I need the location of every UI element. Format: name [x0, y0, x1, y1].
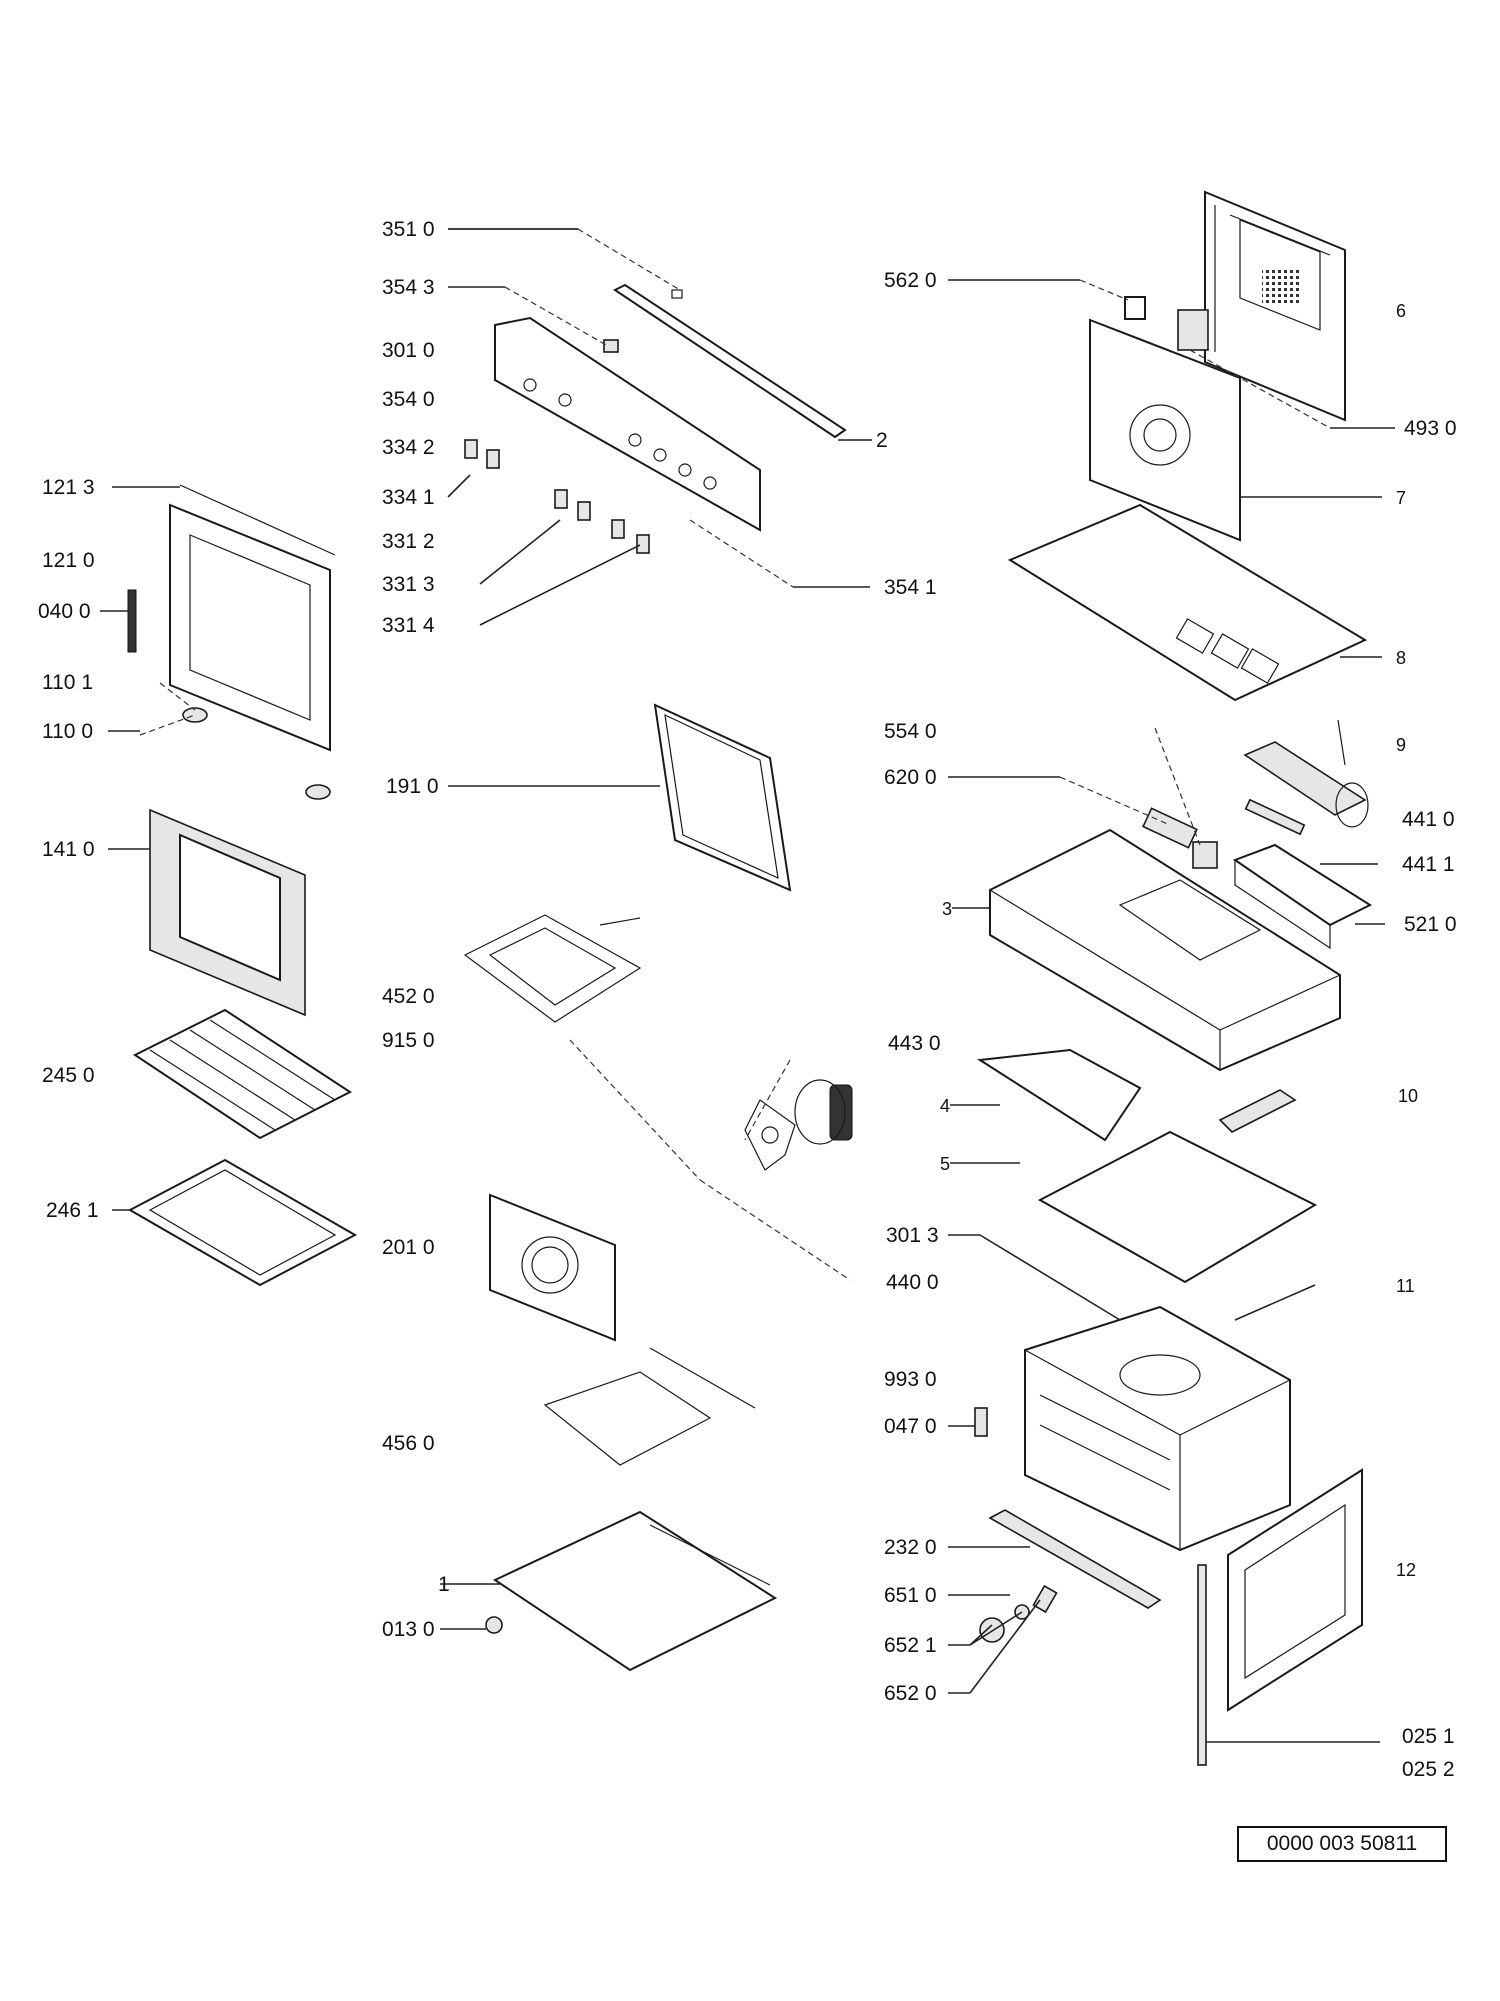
- label-6200: 620 0: [884, 766, 937, 789]
- lamp-part-0470: [974, 1407, 988, 1437]
- label-4930: 493 0: [1404, 417, 1457, 440]
- label-7: 7: [1396, 488, 1406, 508]
- rail-part-3013: [979, 1234, 1121, 1321]
- foot-part-0130: [485, 1616, 503, 1634]
- label-12: 12: [1396, 1560, 1416, 1580]
- label-6: 6: [1396, 301, 1406, 321]
- label-1410: 141 0: [42, 838, 95, 861]
- label-4430: 443 0: [888, 1032, 941, 1055]
- label-4: 4: [940, 1096, 950, 1116]
- rail-part-11: [1234, 1284, 1316, 1321]
- label-9: 9: [1396, 735, 1406, 755]
- label-2320: 232 0: [884, 1536, 937, 1559]
- control-panel-part-3010: [494, 316, 761, 532]
- label-5210: 521 0: [1404, 913, 1457, 936]
- door-hook-parts-1100-1101: [182, 707, 331, 800]
- top-plate-part-5: [1037, 1130, 1318, 1284]
- glass-panel-part-1910: [653, 703, 792, 892]
- housing-part-3: [989, 828, 1341, 1072]
- label-8: 8: [1396, 648, 1406, 668]
- wire-rack-part-2450: [133, 1008, 352, 1140]
- label-5: 5: [940, 1154, 950, 1174]
- label-1101: 110 1: [42, 671, 93, 694]
- label-0400: 040 0: [38, 600, 91, 623]
- bracket-part-10: [1218, 1089, 1297, 1133]
- label-1213: 121 3: [42, 476, 95, 499]
- fan-cover-part-2010: [489, 1193, 616, 1342]
- label-5620: 562 0: [884, 269, 937, 292]
- label-6521: 652 1: [884, 1634, 937, 1657]
- label-0470: 047 0: [884, 1415, 937, 1438]
- relay-part-4411: [1244, 798, 1306, 836]
- label-5540: 554 0: [884, 720, 937, 743]
- label-2461: 246 1: [46, 1199, 99, 1222]
- terminal-block-part-6200: [1142, 807, 1198, 849]
- inner-door-glass-part-1410: [149, 808, 306, 1017]
- door-hinge-part-0400: [127, 589, 137, 653]
- label-3540: 354 0: [382, 388, 435, 411]
- fan-motor-part-4410: [1243, 719, 1369, 828]
- outer-door-part-1210: [169, 484, 336, 752]
- label-0130: 013 0: [382, 1618, 435, 1641]
- label-3541: 354 1: [884, 576, 937, 599]
- label-3312: 331 2: [382, 530, 435, 553]
- cover-plate-part-1: [492, 1510, 778, 1672]
- drawing-reference-number: 0000 003 50811: [1237, 1826, 1447, 1862]
- label-1210: 121 0: [42, 549, 95, 572]
- baking-tray-part-2461: [127, 1158, 358, 1287]
- label-4400: 440 0: [886, 1271, 939, 1294]
- bottom-heater-part-4560: [543, 1347, 756, 1466]
- label-3342: 334 2: [382, 436, 435, 459]
- grill-element-part-4520: [463, 914, 642, 1023]
- label-9930: 993 0: [884, 1368, 937, 1391]
- fan-plate-part-7: [1089, 309, 1241, 542]
- label-3313: 331 3: [382, 573, 435, 596]
- label-4410: 441 0: [1402, 808, 1455, 831]
- label-3013: 301 3: [886, 1224, 939, 1247]
- part-labels: 351 0 354 3 301 0 354 0 334 2 334 1 331 …: [38, 218, 1457, 1781]
- label-3510: 351 0: [382, 218, 435, 241]
- label-4560: 456 0: [382, 1432, 435, 1455]
- label-10: 10: [1398, 1086, 1418, 1106]
- label-0252: 025 2: [1402, 1758, 1455, 1781]
- bracket-part-5620: [1124, 296, 1146, 320]
- label-6510: 651 0: [884, 1584, 937, 1607]
- label-3314: 331 4: [382, 614, 435, 637]
- label-3: 3: [942, 899, 952, 919]
- label-6520: 652 0: [884, 1682, 937, 1705]
- label-0251: 025 1: [1402, 1725, 1455, 1748]
- knob-parts: [464, 339, 650, 554]
- label-11: 11: [1396, 1276, 1415, 1296]
- label-3543: 354 3: [382, 276, 435, 299]
- label-3010: 301 0: [382, 339, 435, 362]
- switch-part-5540: [1192, 841, 1218, 869]
- label-1: 1: [438, 1573, 450, 1596]
- label-4520: 452 0: [382, 985, 435, 1008]
- label-3341: 334 1: [382, 486, 435, 509]
- control-rail-part-2: [613, 283, 847, 439]
- label-2450: 245 0: [42, 1064, 95, 1087]
- label-1100: 110 0: [42, 720, 93, 743]
- label-2010: 201 0: [382, 1236, 435, 1259]
- rear-panel-part-6: [1204, 190, 1346, 422]
- fan-wheel-part-9150: [744, 1079, 853, 1171]
- label-9150: 915 0: [382, 1029, 435, 1052]
- rail-part-2320: [988, 1509, 1162, 1609]
- bracket-part-4: [977, 1048, 1142, 1142]
- door-part-12: [1227, 1468, 1363, 1712]
- label-2: 2: [876, 429, 888, 452]
- base-plate-part-8: [1007, 503, 1368, 702]
- oven-cavity: [1024, 1305, 1291, 1552]
- control-module-part-5210: [1232, 843, 1373, 950]
- label-4411: 441 1: [1402, 853, 1455, 876]
- hinge-rail-part-0251: [1197, 1564, 1207, 1766]
- label-1910: 191 0: [386, 775, 439, 798]
